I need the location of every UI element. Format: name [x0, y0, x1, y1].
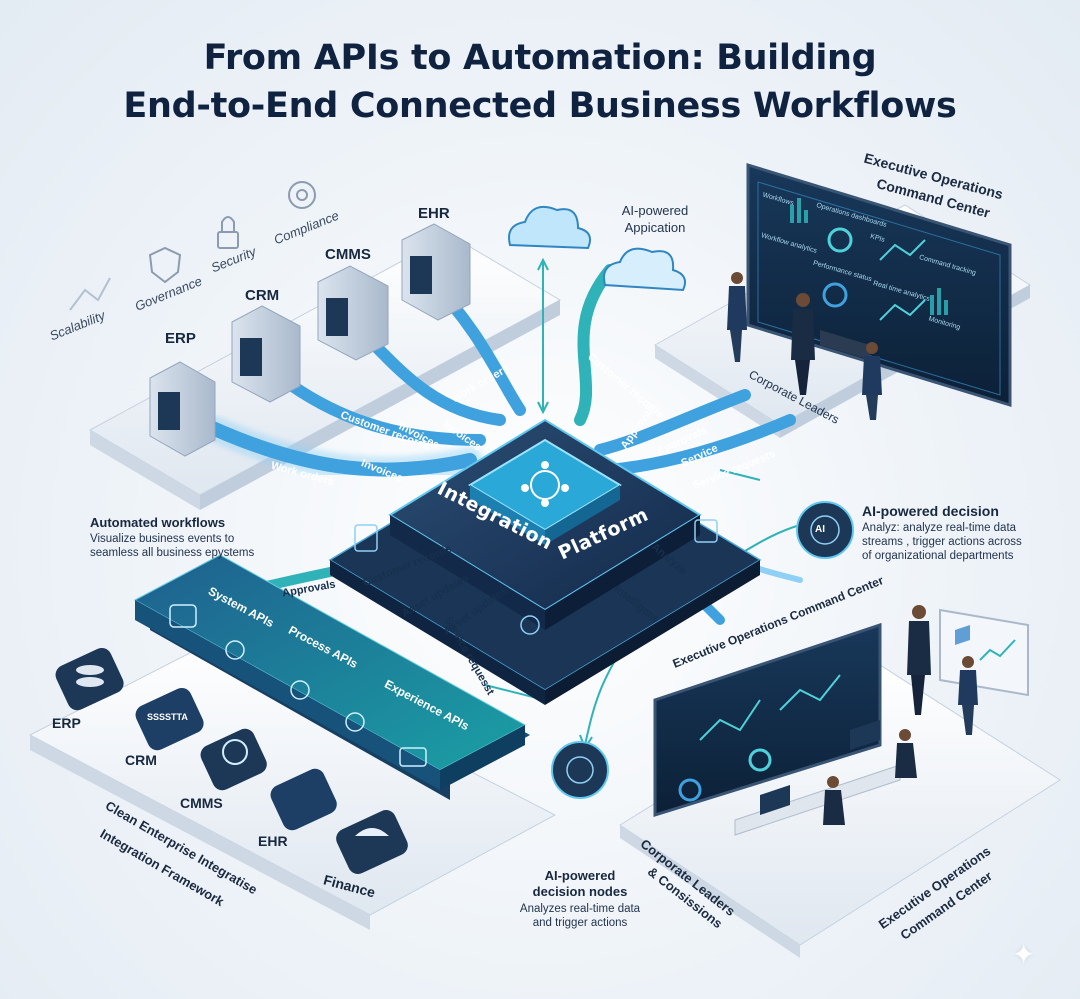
ai-decision-desc-3: of organizational departments	[862, 550, 1014, 562]
people	[727, 272, 978, 825]
ai-decision-title: AI-powered decision	[862, 503, 999, 519]
bottom-system-erp: ERP	[52, 715, 81, 731]
bottom-system-tiles	[55, 647, 408, 874]
bottom-system-crm: CRM	[125, 752, 157, 768]
cloud-app-line2: Appication	[624, 220, 686, 235]
sap-badge: SSSSTTA	[147, 712, 188, 722]
decision-nodes-line1: AI-powered	[544, 868, 616, 883]
bottom-system-cmms: CMMS	[180, 795, 223, 811]
server-racks	[149, 223, 471, 457]
top-system-erp: ERP	[165, 330, 196, 347]
page-title-line1: From APIs to Automation: Building	[203, 38, 877, 78]
api-tier-stack	[133, 554, 530, 800]
sparkle-icon: ✦	[1012, 939, 1036, 970]
automated-workflows-desc-2: seamless all business epystems	[90, 547, 255, 559]
decision-nodes-desc-2: and trigger actions	[532, 917, 628, 929]
decision-nodes-desc-1: Analyzes real-time data	[519, 903, 641, 915]
ai-decision-circles	[551, 501, 854, 799]
integration-platform-hub	[328, 418, 762, 705]
top-system-crm: CRM	[245, 287, 280, 304]
ai-badge: AI	[815, 524, 825, 535]
cloud-app-line1: AI-powered	[621, 203, 689, 218]
clouds	[508, 206, 686, 292]
ai-decision-desc-2: streams , trigger actions across	[862, 536, 1022, 548]
page-title-line2: End-to-End Connected Business Workflows	[123, 86, 957, 126]
automated-workflows-title: Automated workflows	[90, 515, 226, 530]
decision-nodes-line2: decision nodes	[532, 884, 628, 899]
pillar-icons	[69, 181, 316, 311]
automated-workflows-desc-1: Visualize business events to	[90, 533, 235, 545]
top-system-ehr: EHR	[418, 205, 450, 222]
top-system-cmms: CMMS	[325, 246, 371, 263]
ai-decision-desc-1: Analyz: analyze real-time data	[862, 522, 1017, 534]
bottom-system-ehr: EHR	[258, 833, 288, 849]
